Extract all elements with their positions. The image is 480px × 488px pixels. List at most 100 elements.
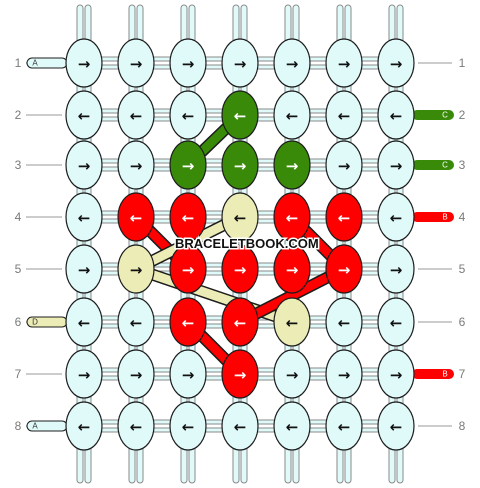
knot xyxy=(117,140,155,190)
row-label-right: 2 xyxy=(459,108,466,122)
arrow-left-icon: ← xyxy=(130,314,143,332)
knot xyxy=(117,349,155,399)
knot xyxy=(221,244,259,294)
arrow-right-icon: → xyxy=(130,366,143,384)
knot xyxy=(325,401,363,451)
knot xyxy=(273,297,311,347)
arrow-left-icon: ← xyxy=(130,418,143,436)
right-string-stub xyxy=(412,369,454,379)
arrow-right-icon: → xyxy=(234,157,247,175)
knot xyxy=(377,90,415,140)
right-string-letter: C xyxy=(442,111,448,120)
arrow-left-icon: ← xyxy=(390,209,403,227)
knot xyxy=(377,140,415,190)
row-label-left: 7 xyxy=(15,367,22,381)
knot xyxy=(169,140,207,190)
knot xyxy=(169,38,207,88)
arrow-left-icon: ← xyxy=(338,314,351,332)
arrow-right-icon: → xyxy=(130,55,143,73)
knot xyxy=(273,90,311,140)
knot xyxy=(117,192,155,242)
arrow-left-icon: ← xyxy=(286,209,299,227)
knot xyxy=(169,297,207,347)
knot xyxy=(325,38,363,88)
row-label-right: 8 xyxy=(459,419,466,433)
knot-layer: →→→→→→→←←←←←←←→→→→→→→←←←←←←←→→→→→→→←←←←←… xyxy=(65,38,415,451)
arrow-right-icon: → xyxy=(182,55,195,73)
arrow-right-icon: → xyxy=(182,366,195,384)
row-label-right: 7 xyxy=(459,367,466,381)
knot xyxy=(377,349,415,399)
knot xyxy=(273,192,311,242)
knot xyxy=(221,38,259,88)
knot xyxy=(65,297,103,347)
row-label-right: 4 xyxy=(459,210,466,224)
right-string-letter: B xyxy=(442,370,447,379)
row-label-left: 1 xyxy=(15,56,22,70)
knot xyxy=(325,349,363,399)
arrow-right-icon: → xyxy=(78,261,91,279)
row-label-right: 5 xyxy=(459,262,466,276)
knot xyxy=(65,192,103,242)
watermark: BRACELETBOOK.COM xyxy=(175,236,319,251)
arrow-left-icon: ← xyxy=(286,418,299,436)
knot xyxy=(65,349,103,399)
arrow-left-icon: ← xyxy=(338,209,351,227)
knot xyxy=(377,401,415,451)
knot xyxy=(377,244,415,294)
knot xyxy=(377,192,415,242)
right-string-stub xyxy=(412,160,454,170)
knot xyxy=(169,349,207,399)
knot xyxy=(325,90,363,140)
knot xyxy=(65,140,103,190)
right-string-letter: C xyxy=(442,161,448,170)
knot xyxy=(325,192,363,242)
arrow-right-icon: → xyxy=(182,261,195,279)
knot xyxy=(117,297,155,347)
arrow-left-icon: ← xyxy=(234,209,247,227)
row-label-right: 3 xyxy=(459,158,466,172)
arrow-left-icon: ← xyxy=(338,418,351,436)
arrow-right-icon: → xyxy=(286,366,299,384)
arrow-left-icon: ← xyxy=(234,107,247,125)
row-label-left: 2 xyxy=(15,108,22,122)
arrow-left-icon: ← xyxy=(286,107,299,125)
row-label-left: 4 xyxy=(15,210,22,224)
arrow-right-icon: → xyxy=(338,366,351,384)
arrow-right-icon: → xyxy=(390,157,403,175)
knot xyxy=(273,349,311,399)
knot xyxy=(117,38,155,88)
knot xyxy=(273,140,311,190)
knot xyxy=(169,192,207,242)
knot xyxy=(65,401,103,451)
knot xyxy=(325,297,363,347)
arrow-right-icon: → xyxy=(130,261,143,279)
arrow-left-icon: ← xyxy=(390,418,403,436)
arrow-right-icon: → xyxy=(390,366,403,384)
arrow-right-icon: → xyxy=(390,55,403,73)
arrow-left-icon: ← xyxy=(78,209,91,227)
arrow-right-icon: → xyxy=(234,366,247,384)
arrow-right-icon: → xyxy=(78,366,91,384)
arrow-left-icon: ← xyxy=(390,107,403,125)
arrow-left-icon: ← xyxy=(390,314,403,332)
arrow-right-icon: → xyxy=(338,55,351,73)
arrow-left-icon: ← xyxy=(182,314,195,332)
arrow-right-icon: → xyxy=(390,261,403,279)
knot xyxy=(117,401,155,451)
arrow-right-icon: → xyxy=(234,261,247,279)
knot xyxy=(221,297,259,347)
knot xyxy=(325,244,363,294)
arrow-left-icon: ← xyxy=(78,418,91,436)
knot xyxy=(377,297,415,347)
knot xyxy=(117,90,155,140)
left-string-letter: D xyxy=(32,318,38,327)
arrow-right-icon: → xyxy=(130,157,143,175)
arrow-right-icon: → xyxy=(182,157,195,175)
knot xyxy=(221,140,259,190)
knot xyxy=(221,192,259,242)
arrow-left-icon: ← xyxy=(78,314,91,332)
arrow-right-icon: → xyxy=(78,157,91,175)
